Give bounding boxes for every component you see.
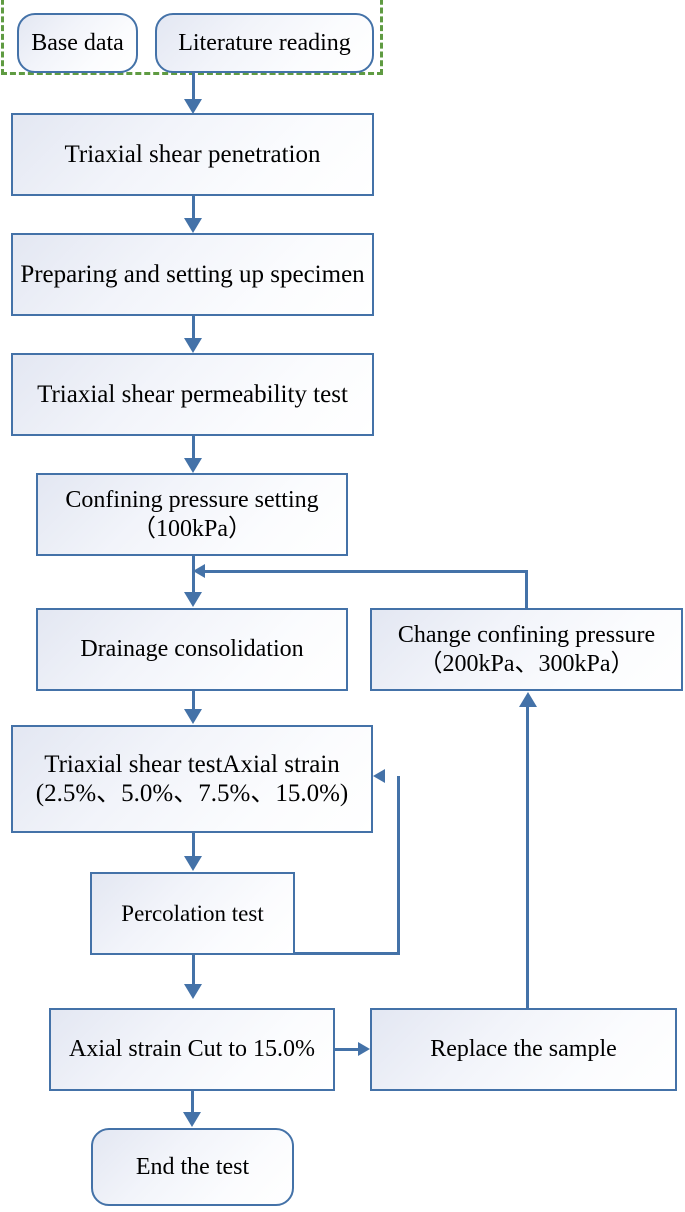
arrowhead-drainage-to-shear-test: [184, 709, 202, 724]
arrowhead-permeability-to-confining: [184, 458, 202, 473]
node-change-confining-pressure-label: Change confining pressure （200kPa、300kPa…: [397, 622, 656, 677]
node-triaxial-shear-permeability-test[interactable]: Triaxial shear permeability test: [11, 353, 374, 436]
node-change-confining-pressure[interactable]: Change confining pressure （200kPa、300kPa…: [370, 608, 683, 691]
node-axial-strain-cut[interactable]: Axial strain Cut to 15.0%: [49, 1008, 335, 1091]
arrowhead-shear-test-to-percolation: [184, 856, 202, 871]
arrowhead-literature-to-penetration: [184, 99, 202, 114]
connector-shear-test-to-percolation: [192, 833, 195, 857]
node-axial-strain-cut-label: Axial strain Cut to 15.0%: [69, 1036, 315, 1063]
node-triaxial-shear-penetration-label: Triaxial shear penetration: [64, 140, 321, 168]
node-end-the-test-label: End the test: [135, 1153, 250, 1180]
node-triaxial-shear-penetration[interactable]: Triaxial shear penetration: [11, 113, 374, 196]
connector-axial-cut-to-replace: [335, 1048, 359, 1051]
connector-percolation-loop-down: [192, 955, 195, 984]
node-percolation-test-label: Percolation test: [121, 900, 264, 926]
connector-percolation-loop-riser: [397, 776, 400, 954]
arrowhead-replace-to-change-pressure: [519, 692, 537, 707]
node-replace-the-sample-label: Replace the sample: [430, 1036, 617, 1063]
arrowhead-axial-cut-to-replace: [358, 1042, 370, 1056]
arrowhead-percolation-to-axial-cut: [184, 984, 202, 999]
node-preparing-setting-specimen[interactable]: Preparing and setting up specimen: [11, 233, 374, 316]
node-base-data-label: Base data: [31, 29, 124, 56]
arrowhead-change-pressure-to-merge: [193, 564, 205, 578]
connector-drainage-to-shear-test: [192, 691, 195, 710]
arrowhead-preparing-to-permeability: [184, 338, 202, 353]
connector-replace-to-change-pressure: [526, 706, 529, 1009]
connector-change-pressure-horizontal: [205, 570, 528, 573]
node-drainage-consolidation-label: Drainage consolidation: [80, 636, 304, 663]
connector-percolation-loop-horizontal: [192, 952, 400, 955]
connector-literature-to-penetration: [192, 73, 195, 101]
connector-penetration-to-preparing: [192, 196, 195, 219]
connector-change-pressure-riser: [525, 570, 528, 610]
connector-permeability-to-confining: [192, 436, 195, 459]
arrowhead-penetration-to-preparing: [184, 218, 202, 233]
arrowhead-confining-to-drainage: [184, 592, 202, 607]
node-percolation-test[interactable]: Percolation test: [90, 872, 295, 955]
node-triaxial-shear-permeability-test-label: Triaxial shear permeability test: [37, 380, 348, 408]
arrowhead-axial-cut-to-end: [183, 1112, 201, 1127]
node-literature-reading-label: Literature reading: [178, 29, 351, 56]
node-triaxial-shear-test-axial-strain-label: Triaxial shear testAxial strain (2.5%、5.…: [35, 750, 349, 808]
node-end-the-test[interactable]: End the test: [91, 1128, 294, 1206]
node-preparing-setting-specimen-label: Preparing and setting up specimen: [20, 260, 365, 288]
connector-preparing-to-permeability: [192, 316, 195, 339]
node-literature-reading[interactable]: Literature reading: [155, 13, 374, 73]
node-replace-the-sample[interactable]: Replace the sample: [370, 1008, 677, 1091]
node-confining-pressure-setting[interactable]: Confining pressure setting （100kPa）: [36, 473, 348, 556]
node-triaxial-shear-test-axial-strain[interactable]: Triaxial shear testAxial strain (2.5%、5.…: [11, 725, 373, 833]
connector-axial-cut-to-end: [191, 1091, 194, 1113]
node-base-data[interactable]: Base data: [17, 13, 138, 73]
node-drainage-consolidation[interactable]: Drainage consolidation: [36, 608, 348, 691]
node-confining-pressure-setting-label: Confining pressure setting （100kPa）: [65, 487, 319, 542]
arrowhead-percolation-loop-to-shear-test: [373, 769, 385, 783]
